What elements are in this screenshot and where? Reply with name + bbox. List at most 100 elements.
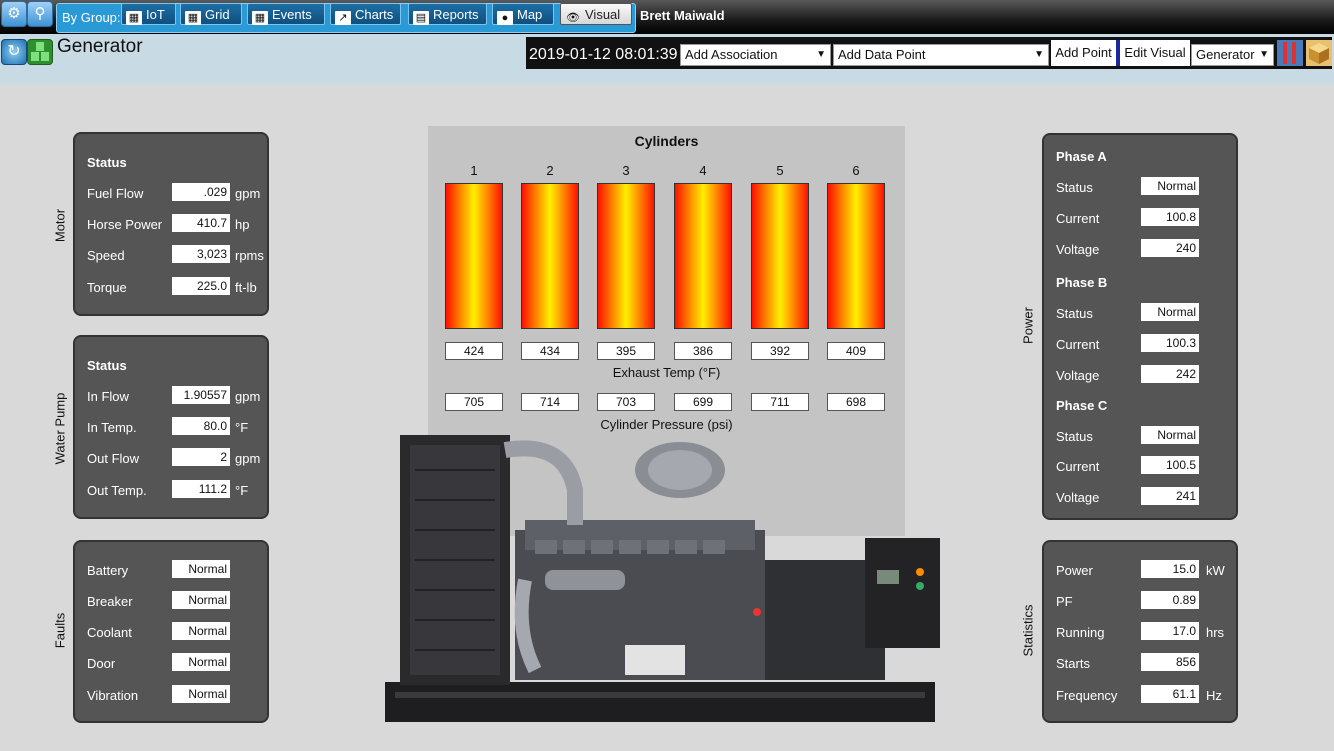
water-pump-unit: °F <box>235 420 249 435</box>
exhaust-temp-value: 409 <box>827 342 885 360</box>
fault-label: Door <box>87 656 116 671</box>
phase-a-status-value: Normal <box>1141 177 1199 195</box>
cylinder-pressure-value: 714 <box>521 393 579 411</box>
user-name[interactable]: Brett Maiwald <box>640 8 725 23</box>
cylinder-number: 1 <box>470 163 478 178</box>
calendar-icon: ▦ <box>252 11 268 25</box>
vibration-fault-value: Normal <box>172 685 230 703</box>
edit-visual-button[interactable]: Edit Visual <box>1120 40 1190 66</box>
speed-value: 3,023 <box>172 245 230 263</box>
exhaust-temp-value: 395 <box>597 342 655 360</box>
cylinder-pressure-value: 711 <box>751 393 809 411</box>
nav-button-reports[interactable]: ▤Reports <box>408 3 487 25</box>
cylinder-pressure-value: 698 <box>827 393 885 411</box>
blocks-icon[interactable] <box>27 39 53 65</box>
add-association-select[interactable]: Add Association ▼ <box>680 44 831 66</box>
phase-c-voltage-value: 241 <box>1141 487 1199 505</box>
search-icon[interactable]: ⚲ <box>27 1 53 27</box>
phase-current-label: Current <box>1056 459 1100 474</box>
motor-section-label: Motor <box>52 208 68 243</box>
out-temp-value: 111.2 <box>172 480 230 498</box>
starts-value: 856 <box>1141 653 1199 671</box>
water-pump-status-title: Status <box>87 358 127 373</box>
settings-gear-icon[interactable]: ⚙ <box>1 1 27 27</box>
cylinders-title: Cylinders <box>634 133 699 149</box>
fault-label: Battery <box>87 563 129 578</box>
phase-b-current-value: 100.3 <box>1141 334 1199 352</box>
divider <box>1116 40 1120 66</box>
motor-row-label: Horse Power <box>87 217 163 232</box>
cylinder-pressure-value: 699 <box>674 393 732 411</box>
phase-status-label: Status <box>1056 306 1093 321</box>
cylinder-number: 6 <box>852 163 860 178</box>
water-pump-section-label: Water Pump <box>52 392 68 465</box>
cylinder-bar <box>827 183 885 329</box>
breaker-fault-value: Normal <box>172 591 230 609</box>
motor-unit: ft-lb <box>235 280 257 295</box>
nav-button-events-label: Events <box>272 7 312 22</box>
phase-voltage-label: Voltage <box>1056 242 1100 257</box>
add-data-point-value: Add Data Point <box>838 47 926 62</box>
motor-panel: Status Fuel Flow .029 gpm Horse Power 41… <box>73 132 269 316</box>
phase-current-label: Current <box>1056 337 1100 352</box>
water-pump-row-label: Out Flow <box>87 451 140 466</box>
phase-title: Phase C <box>1056 398 1108 413</box>
statistics-unit: Hz <box>1206 688 1222 703</box>
exhaust-temp-value: 434 <box>521 342 579 360</box>
nav-button-visual-label: Visual <box>585 7 621 22</box>
cylinder-bar <box>674 183 732 329</box>
power-section-label: Power <box>1020 307 1036 344</box>
add-data-point-select[interactable]: Add Data Point ▼ <box>833 44 1049 66</box>
map-icon: ● <box>497 11 513 25</box>
fault-label: Coolant <box>87 625 132 640</box>
phase-a-current-value: 100.8 <box>1141 208 1199 226</box>
motor-row-label: Torque <box>87 280 127 295</box>
dropdown-arrow-icon: ▼ <box>816 49 826 60</box>
phase-current-label: Current <box>1056 211 1100 226</box>
motor-unit: rpms <box>235 248 264 263</box>
nav-button-grid[interactable]: ▦Grid <box>180 3 242 25</box>
cylinder-number: 3 <box>622 163 630 178</box>
exhaust-temp-value: 392 <box>751 342 809 360</box>
package-icon[interactable] <box>1306 40 1332 66</box>
nav-button-visual[interactable]: 👁Visual <box>560 3 632 25</box>
coolant-fault-value: Normal <box>172 622 230 640</box>
current-datetime: 2019-01-12 08:01:39 <box>529 46 678 63</box>
water-pump-panel: Status In Flow 1.90557 gpm In Temp. 80.0… <box>73 335 269 519</box>
water-pump-unit: gpm <box>235 389 261 404</box>
motor-row-label: Fuel Flow <box>87 186 144 201</box>
cylinder-bar <box>445 183 503 329</box>
motor-status-title: Status <box>87 155 127 170</box>
phase-status-label: Status <box>1056 180 1093 195</box>
nav-button-charts[interactable]: ↗Charts <box>330 3 401 25</box>
nav-button-iot[interactable]: ▦IoT <box>121 3 176 25</box>
pf-value: 0.89 <box>1141 591 1199 609</box>
statistics-section-label: Statistics <box>1020 604 1036 657</box>
water-pump-row-label: Out Temp. <box>87 483 147 498</box>
door-fault-value: Normal <box>172 653 230 671</box>
battery-fault-value: Normal <box>172 560 230 578</box>
statistics-label: Running <box>1056 625 1105 640</box>
nav-button-reports-label: Reports <box>433 7 479 22</box>
power-value: 15.0 <box>1141 560 1199 578</box>
running-value: 17.0 <box>1141 622 1199 640</box>
phase-status-label: Status <box>1056 429 1093 444</box>
phase-voltage-label: Voltage <box>1056 368 1100 383</box>
horse-power-value: 410.7 <box>172 214 230 232</box>
phase-voltage-label: Voltage <box>1056 490 1100 505</box>
in-flow-value: 1.90557 <box>172 386 230 404</box>
nav-button-grid-label: Grid <box>205 7 230 22</box>
layout-columns-icon[interactable] <box>1277 40 1303 66</box>
statistics-panel: Power 15.0 kW PF 0.89 Running 17.0 hrs S… <box>1042 540 1238 723</box>
nav-button-map[interactable]: ●Map <box>492 3 554 25</box>
cylinder-number: 5 <box>776 163 784 178</box>
dropdown-arrow-icon: ▼ <box>1034 49 1044 60</box>
statistics-unit: kW <box>1206 563 1225 578</box>
phase-b-voltage-value: 242 <box>1141 365 1199 383</box>
cylinder-number: 4 <box>699 163 707 178</box>
refresh-icon[interactable]: ↻ <box>1 39 27 65</box>
add-association-value: Add Association <box>685 47 778 62</box>
nav-button-events[interactable]: ▦ Events <box>247 3 325 25</box>
visual-select[interactable]: Generator▼ <box>1191 44 1274 66</box>
add-point-button[interactable]: Add Point <box>1051 40 1116 66</box>
